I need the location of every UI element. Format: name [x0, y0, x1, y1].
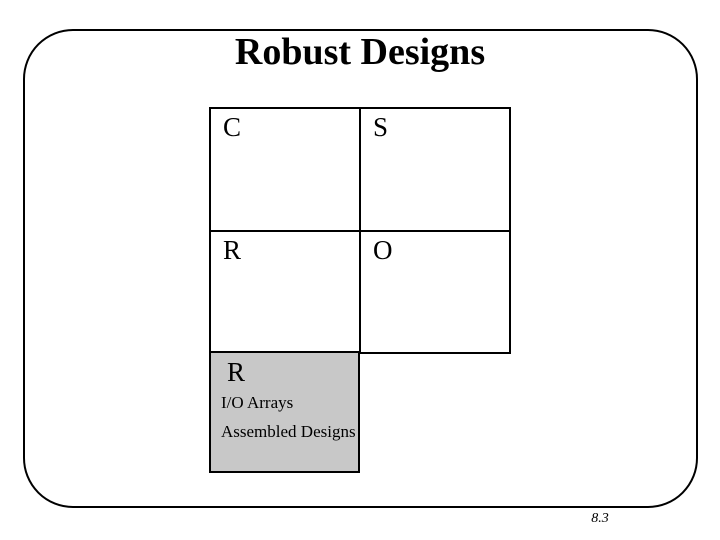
page-number: 8.3 [591, 511, 609, 526]
matrix-cell-r: R [210, 230, 360, 353]
matrix-cell-s: S [360, 108, 510, 231]
matrix-cell-o: O [360, 230, 510, 353]
slide-frame-border [23, 29, 698, 508]
matrix-grid: C S R O [209, 107, 511, 354]
highlight-box-label: R [227, 357, 246, 387]
highlight-box-line-assembled-designs: Assembled Designs [221, 422, 356, 441]
highlight-box: R I/O Arrays Assembled Designs [209, 351, 360, 473]
matrix-cell-c: C [210, 108, 360, 231]
slide-title: Robust Designs [234, 31, 486, 73]
highlight-box-line-io-arrays: I/O Arrays [221, 393, 294, 412]
